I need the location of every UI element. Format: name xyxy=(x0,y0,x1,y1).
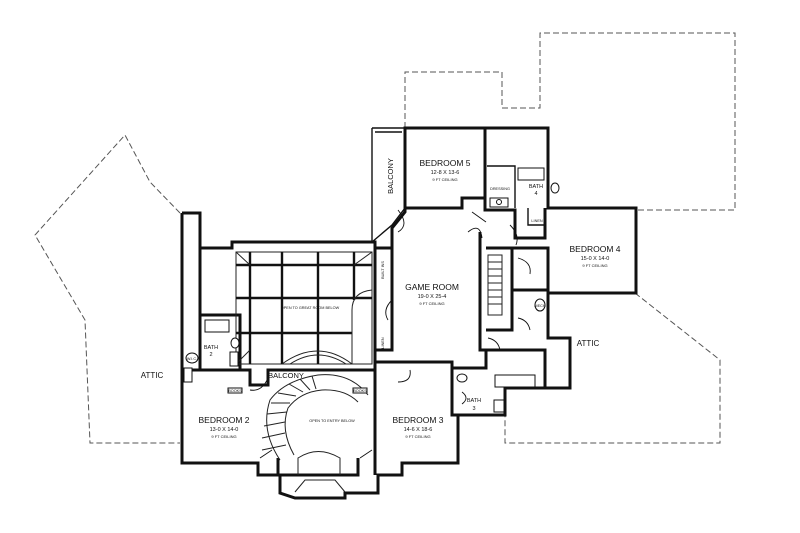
great-room-void xyxy=(235,251,373,365)
attic-outline-right xyxy=(504,292,721,444)
bath3-label: BATH xyxy=(467,398,481,404)
game-room-ceiling: 9 FT CEILING xyxy=(419,301,444,306)
wall-bedroom4-closet xyxy=(512,246,550,292)
game-room-dims: 19-0 X 25-4 xyxy=(418,294,447,300)
bedroom3-dims: 14-6 X 18-6 xyxy=(404,427,433,433)
bedroom3-ceiling: 9 FT CEILING xyxy=(405,434,430,439)
bedroom2-name: BEDROOM 2 xyxy=(198,415,249,425)
bedroom2-dims: 13-0 X 14-0 xyxy=(210,427,239,433)
wall-builtins xyxy=(373,248,394,352)
bedroom2-ceiling: 9 FT CEILING xyxy=(211,434,236,439)
attic-outline xyxy=(34,32,736,444)
wall-linen xyxy=(527,208,545,226)
great-room-void-outline xyxy=(235,251,373,365)
tub-bath3 xyxy=(494,374,536,388)
books-right-label: BOOKS xyxy=(353,389,367,393)
stair-gameroom xyxy=(487,254,503,316)
bedroom5-ceiling: 9 FT CEILING xyxy=(432,177,457,182)
attic-outline-left xyxy=(34,134,181,444)
bedroom5-name: BEDROOM 5 xyxy=(419,158,470,168)
wall-left-wing xyxy=(180,126,638,500)
wic-unit xyxy=(185,352,199,364)
game-room-name: GAME ROOM xyxy=(405,282,459,292)
bath4-label: BATH xyxy=(529,184,543,190)
open-entry-label: OPEN TO ENTRY BELOW xyxy=(309,419,355,423)
tub-bath4 xyxy=(517,167,545,181)
wall-stair xyxy=(486,246,514,332)
open-great-room-label: OPEN TO GREAT ROOM BELOW xyxy=(281,306,340,310)
wall-bedroom5-south xyxy=(405,128,487,210)
linen-right-label: LINEN xyxy=(381,337,385,348)
mech-label: MECH xyxy=(534,304,545,308)
curved-stair-inner xyxy=(284,389,359,456)
mech-unit xyxy=(534,298,546,312)
bath-left-label: BATH xyxy=(204,345,218,351)
doors xyxy=(249,209,531,459)
wall-dressing xyxy=(487,165,516,208)
balcony-rail xyxy=(371,127,406,244)
room-bedroom4: BEDROOM 4 15-0 X 14-0 9 FT CEILING xyxy=(569,244,620,268)
exterior-walls xyxy=(180,126,638,500)
interior-walls xyxy=(182,128,550,477)
bath-left-number: 2 xyxy=(209,352,212,358)
linen-label: LINEN xyxy=(531,219,542,223)
built-ins-label: BUILT INS xyxy=(381,261,385,279)
attic-outline-top xyxy=(404,32,736,211)
room-bedroom5: BEDROOM 5 12-8 X 13-6 9 FT CEILING xyxy=(419,158,470,182)
tub-bath-left xyxy=(204,319,230,333)
wic-label: W.I.C. xyxy=(187,357,197,361)
books-left-label: BOOKS xyxy=(228,389,242,393)
room-bedroom3: BEDROOM 3 14-6 X 18-6 9 FT CEILING xyxy=(392,415,443,439)
balcony-vertical-label: BALCONY xyxy=(386,158,395,194)
bath4-number: 4 xyxy=(534,191,537,197)
bedroom4-ceiling: 9 FT CEILING xyxy=(582,263,607,268)
wall-gameroom-east xyxy=(478,232,486,352)
bath3-number: 3 xyxy=(472,406,475,412)
attic-right-label: ATTIC xyxy=(577,339,600,348)
fixtures xyxy=(183,167,560,413)
wall-bath-left xyxy=(200,313,242,370)
attic-left-label: ATTIC xyxy=(141,371,164,380)
bedroom4-dims: 15-0 X 14-0 xyxy=(581,256,610,262)
entry-void xyxy=(227,374,369,493)
bedroom3-name: BEDROOM 3 xyxy=(392,415,443,425)
wall-entry-tower xyxy=(276,458,360,477)
curved-stair-outer xyxy=(266,374,369,461)
room-game-room: GAME ROOM 19-0 X 25-4 9 FT CEILING xyxy=(405,282,459,306)
entry-bay xyxy=(297,451,341,475)
bedroom4-name: BEDROOM 4 xyxy=(569,244,620,254)
bedroom5-dims: 12-8 X 13-6 xyxy=(431,170,460,176)
balcony-lower-label: BALCONY xyxy=(268,371,304,380)
wall-bath4 xyxy=(483,198,547,240)
wall-gameroom-south xyxy=(373,348,547,388)
dressing-label: DRESSING xyxy=(490,187,510,191)
room-bedroom2: BEDROOM 2 13-0 X 14-0 9 FT CEILING xyxy=(198,415,249,439)
wall-bath3 xyxy=(450,368,462,417)
